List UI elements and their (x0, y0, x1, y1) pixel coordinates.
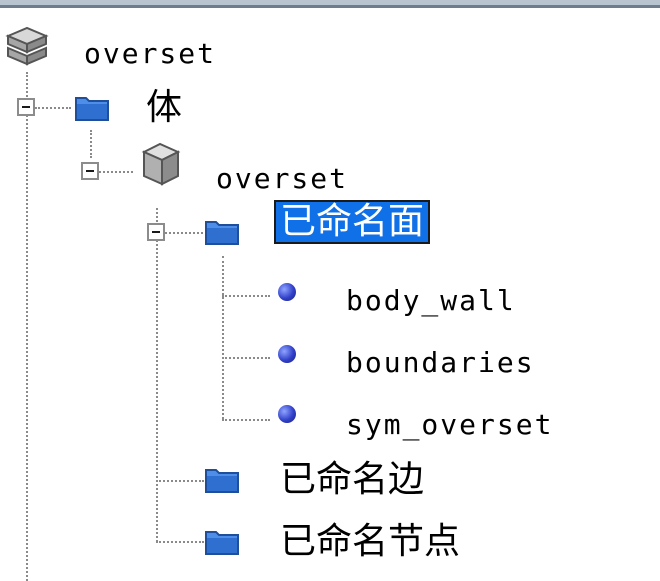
tree-connector (90, 130, 92, 158)
tree-node-label: 已命名节点 (280, 521, 461, 562)
collapse-toggle[interactable] (81, 162, 99, 180)
tree-connector (99, 171, 133, 173)
tree-connector (156, 480, 204, 482)
tree-node-label: 体 (146, 87, 183, 128)
folder-icon (205, 221, 239, 245)
tree-node-label: body_wall (346, 284, 516, 317)
tree-connector (35, 107, 71, 109)
panel-top-border (0, 0, 660, 8)
tree-connector (222, 419, 270, 421)
folder-icon (75, 97, 109, 121)
bullet-icon (278, 405, 296, 423)
tree-connector (156, 541, 204, 543)
solid-body-icon (141, 142, 181, 186)
tree-connector (222, 357, 270, 359)
tree-node-label-selected: 已命名面 (273, 200, 431, 244)
collapse-toggle[interactable] (17, 98, 35, 116)
tree-node-label: boundaries (346, 346, 535, 379)
tree-node-label: 已命名边 (280, 459, 425, 500)
stack-icon (5, 26, 49, 66)
collapse-toggle[interactable] (147, 223, 165, 241)
bullet-icon (278, 345, 296, 363)
tree-node-label: overset (84, 37, 217, 70)
tree-node-label: sym_overset (346, 408, 554, 441)
tree-connector (222, 295, 270, 297)
tree-connector (156, 208, 158, 542)
tree-connector (165, 232, 203, 234)
tree-connector (26, 72, 28, 581)
folder-icon (205, 531, 239, 555)
folder-icon (205, 469, 239, 493)
tree-connector (222, 256, 224, 419)
tree-node-label: overset (216, 162, 349, 195)
bullet-icon (278, 283, 296, 301)
